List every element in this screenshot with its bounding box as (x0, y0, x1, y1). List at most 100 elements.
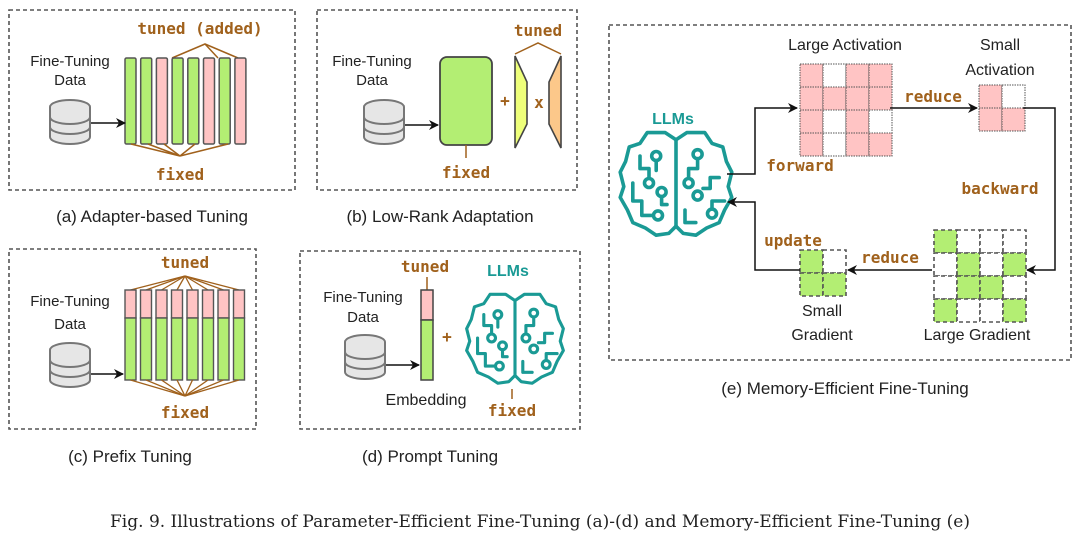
gradient-cell-filled (979, 275, 1004, 300)
panel-adapter-tuning: tuned (added) fixed Fine-Tuning Data (a)… (8, 9, 296, 226)
activation-cell-empty (868, 109, 893, 134)
fixed-fan-line (130, 379, 186, 397)
panel-e-border (608, 24, 1072, 361)
plus-sign: + (442, 327, 452, 346)
gradient-cell-filled (1002, 298, 1027, 323)
activation-cell-filled (799, 132, 824, 157)
layer-block-fixed (232, 317, 246, 381)
layer-block-fixed (139, 317, 153, 381)
data-label-line1: Fine-Tuning (30, 293, 109, 310)
gradient-cell-empty (1002, 275, 1027, 300)
backward-label: backward (961, 179, 1038, 198)
activation-cell-filled (1001, 107, 1026, 132)
panel-b-caption: (b) Low-Rank Adaptation (346, 207, 533, 226)
tuned-label: tuned (401, 257, 449, 276)
activation-cell-filled (845, 132, 870, 157)
embedding-label: Embedding (386, 392, 467, 409)
small-activation-grid (978, 84, 1026, 132)
activation-cell-filled (868, 132, 893, 157)
multiply-sign: x (534, 93, 544, 112)
update-label: update (764, 231, 822, 250)
prefix-block-tuned (139, 289, 153, 319)
gradient-cell-empty (822, 249, 847, 274)
fixed-label: fixed (488, 401, 536, 420)
prefix-block-tuned (124, 289, 137, 319)
backbone-layer-fixed (171, 57, 184, 145)
adapter-layers (124, 57, 247, 145)
data-label-line1: Fine-Tuning (30, 53, 109, 70)
activation-cell-empty (1001, 84, 1026, 109)
backbone-layer-fixed (218, 57, 231, 145)
pretrained-weight-block (439, 56, 493, 146)
data-label-line1: Fine-Tuning (332, 53, 411, 70)
fixed-label: fixed (442, 163, 490, 182)
activation-cell-empty (822, 63, 847, 88)
activation-cell-filled (799, 86, 824, 111)
small-gradient-label-line1: Small (802, 303, 842, 320)
fixed-label: fixed (161, 403, 209, 422)
figure-caption: Fig. 9. Illustrations of Parameter-Effic… (110, 512, 970, 532)
gradient-cell-empty (1002, 229, 1027, 254)
activation-cell-filled (868, 63, 893, 88)
tuned-fan-lines (130, 275, 240, 291)
activation-cell-filled (799, 109, 824, 134)
tuned-bracket (514, 42, 562, 55)
adapter-layer-tuned (155, 57, 169, 145)
prefix-block-tuned (186, 289, 199, 319)
panel-c-border (8, 248, 257, 430)
gradient-cell-filled (799, 272, 824, 297)
fixed-label: fixed (156, 165, 204, 184)
activation-cell-filled (845, 63, 870, 88)
brain-icon (618, 130, 734, 237)
data-label-line2: Data (54, 72, 86, 89)
panel-c-caption: (c) Prefix Tuning (68, 447, 192, 466)
small-gradient-label-line2: Gradient (791, 327, 853, 344)
backbone-layer-fixed (187, 57, 200, 145)
prefix-block-tuned (232, 289, 246, 319)
gradient-cell-empty (933, 275, 958, 300)
tuned-fan-line (184, 275, 240, 291)
tuned-label: tuned (161, 253, 209, 272)
activation-cell-filled (822, 86, 847, 111)
activation-cell-filled (845, 86, 870, 111)
reduce-label-top: reduce (904, 87, 962, 106)
fixed-fan-line (184, 379, 240, 397)
activation-cell-filled (799, 63, 824, 88)
activation-cell-empty (822, 132, 847, 157)
panel-lora: Fine-Tuning Data fixed + x tuned (b) Low… (316, 9, 578, 226)
activation-cell-filled (845, 109, 870, 134)
figure-canvas: tuned (added) fixed Fine-Tuning Data (a)… (8, 9, 1072, 466)
large-activation-label: Large Activation (788, 37, 902, 54)
panel-a-border (8, 9, 296, 191)
database-icon (363, 99, 405, 145)
fixed-fan-line (161, 379, 186, 397)
database-icon (49, 342, 91, 388)
tuned-fan-line (161, 275, 186, 291)
large-activation-grid (799, 63, 893, 157)
backbone-layer-fixed (124, 57, 137, 145)
fixed-fan-line (176, 379, 186, 397)
embedding-block (420, 319, 434, 381)
backbone-layer-fixed (139, 57, 153, 145)
layer-block-fixed (186, 317, 199, 381)
layer-block-fixed (201, 317, 215, 381)
small-activation-label-line1: Small (980, 37, 1020, 54)
panel-e-caption: (e) Memory-Efficient Fine-Tuning (721, 379, 969, 398)
tuned-fan-line (145, 275, 186, 291)
llm-label: LLMs (652, 111, 694, 128)
gradient-cell-empty (933, 252, 958, 277)
large-gradient-grid (933, 229, 1027, 323)
activation-cell-filled (868, 86, 893, 111)
gradient-cell-empty (956, 229, 981, 254)
activation-cell-empty (822, 109, 847, 134)
gradient-cell-filled (956, 252, 981, 277)
gradient-cell-empty (979, 298, 1004, 323)
panel-a-caption: (a) Adapter-based Tuning (56, 207, 248, 226)
layer-block-fixed (170, 317, 184, 381)
reduce-label-bottom: reduce (861, 248, 919, 267)
database-icon (49, 99, 91, 145)
data-label-line2: Data (356, 72, 388, 89)
prefix-block-tuned (217, 289, 230, 319)
data-label-line2: Data (347, 309, 379, 326)
prefix-block-tuned (155, 289, 168, 319)
